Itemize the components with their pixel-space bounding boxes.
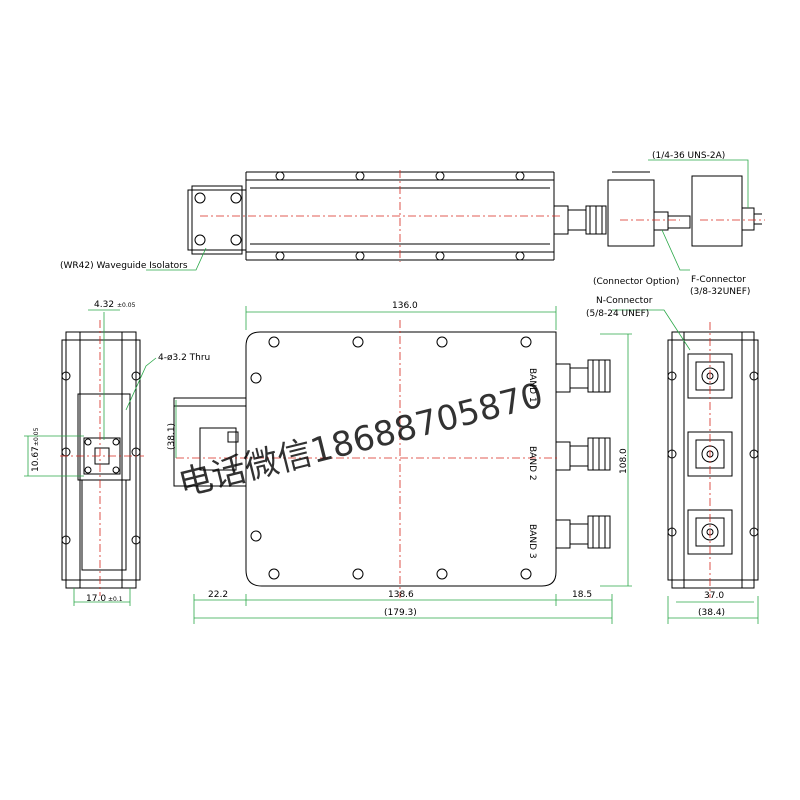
- side-total-dim: (38.4): [698, 608, 725, 618]
- holes-label: 4-ø3.2 Thru: [158, 353, 210, 363]
- height-dim: 108.0: [619, 448, 629, 474]
- right-view: [667, 331, 759, 589]
- callout-labels: (1/4-36 UNS-2A) (WR42) Waveguide Isolato…: [60, 151, 750, 363]
- band-2-label: BAND 2: [527, 446, 537, 481]
- flange-hole-dim: 4.32: [94, 300, 114, 310]
- isolators-label: (WR42) Waveguide Isolators: [60, 261, 188, 271]
- n-thread-label: (5/8-24 UNEF): [586, 309, 649, 319]
- f-connector-label: F-Connector: [691, 275, 746, 285]
- main-view: [173, 331, 557, 587]
- n-connector-label: N-Connector: [596, 296, 653, 306]
- connector-option-label: (Connector Option): [593, 277, 679, 287]
- dimension-labels: 4.32 ±0.05 10.67 ±0.05 17.0 ±0.1 136.0 1…: [31, 300, 725, 618]
- flange-width-dim: 17.0: [86, 594, 106, 604]
- f-thread-label: (3/8-32UNEF): [690, 287, 750, 297]
- main-view-centerlines: [60, 320, 560, 598]
- left-view: [61, 331, 141, 589]
- band-1-label: BAND 1: [527, 368, 537, 403]
- band-3-label: BAND 3: [527, 524, 537, 559]
- top-view-centerlines: [200, 170, 765, 262]
- right-dim: 18.5: [572, 590, 592, 600]
- top-width-dim: 136.0: [392, 301, 418, 311]
- side-width-dim: 37.0: [704, 591, 724, 601]
- port-offset-dim: (38.1): [167, 423, 177, 450]
- flange-height-dim: 10.67: [31, 446, 41, 472]
- watermark: 电话微信18688705870: [175, 375, 548, 504]
- flange-width-tol: ±0.1: [108, 596, 123, 603]
- band-connectors: [555, 359, 611, 549]
- thread-label: (1/4-36 UNS-2A): [652, 151, 725, 161]
- band-labels: BAND 1 BAND 2 BAND 3: [527, 368, 537, 559]
- total-dim: (179.3): [384, 608, 417, 618]
- dimension-lines: [24, 159, 759, 624]
- body-dim: 138.6: [388, 590, 414, 600]
- left-dim: 22.2: [208, 590, 228, 600]
- flange-hole-tol: ±0.05: [117, 302, 136, 309]
- flange-height-tol: ±0.05: [33, 427, 40, 446]
